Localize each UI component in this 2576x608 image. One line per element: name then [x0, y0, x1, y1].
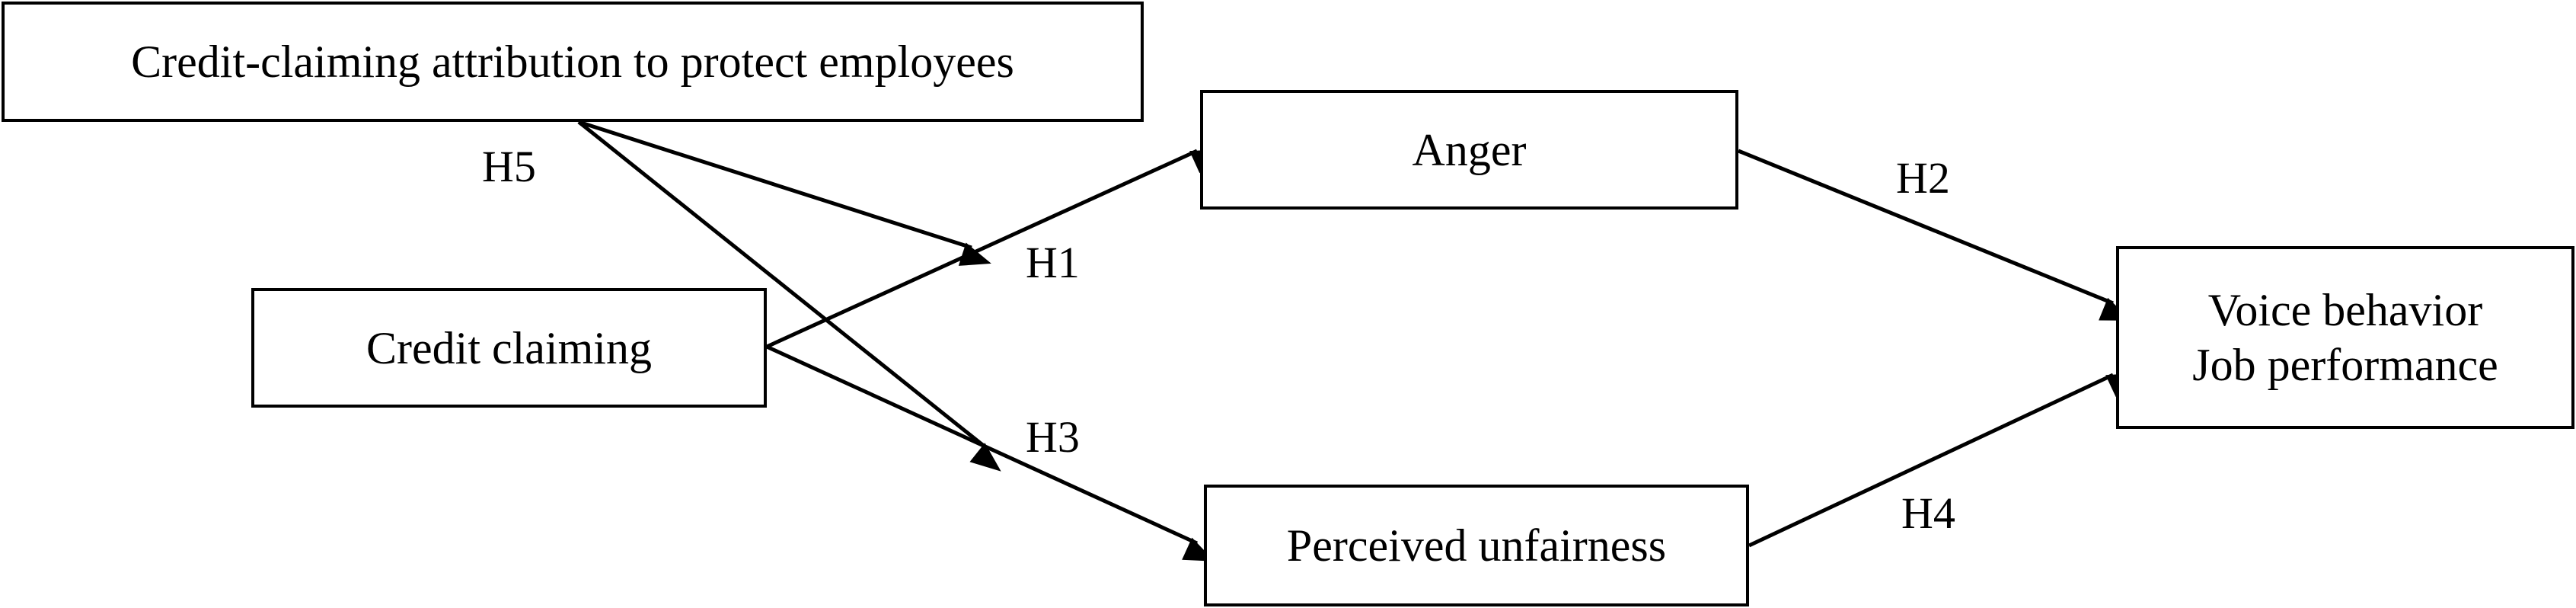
node-outcome-voice-behavior: Voice behavior: [2207, 285, 2483, 335]
node-anger-label: Anger: [1412, 124, 1527, 175]
hypothesis-h1-label: H1: [1026, 238, 1080, 287]
arrow-anger-to-outcome: [1738, 149, 2132, 321]
node-credit-claiming-attribution-label: Credit-claiming attribution to protect e…: [131, 37, 1014, 87]
hypothesis-h2-label: H2: [1896, 153, 1950, 203]
arrow-attribution-moderates-h3: [577, 120, 1001, 472]
node-outcomes: Voice behavior Job performance: [2116, 246, 2574, 429]
arrow-attribution-moderates-h1: [578, 120, 991, 266]
hypothesis-h5-label: H5: [482, 142, 536, 191]
node-outcome-job-performance: Job performance: [2192, 340, 2498, 390]
arrow-credit-claiming-to-anger: [765, 149, 1223, 349]
node-perceived-unfairness: Perceived unfairness: [1204, 485, 1749, 606]
node-anger: Anger: [1200, 90, 1738, 210]
arrow-unfairness-to-outcome: [1748, 373, 2139, 548]
hypothesis-h3-label: H3: [1026, 412, 1080, 462]
node-credit-claiming: Credit claiming: [251, 288, 767, 408]
hypothesis-h4-label: H4: [1901, 488, 1955, 538]
node-credit-claiming-attribution: Credit-claiming attribution to protect e…: [2, 2, 1144, 122]
node-perceived-unfairness-label: Perceived unfairness: [1286, 520, 1667, 571]
node-credit-claiming-label: Credit claiming: [366, 322, 652, 373]
